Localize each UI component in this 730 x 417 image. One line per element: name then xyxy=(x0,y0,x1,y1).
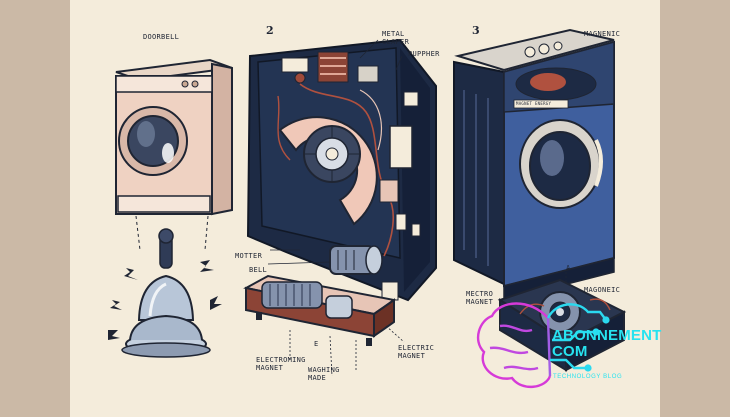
watermark-tagline: TECHNOLOGY BLOG xyxy=(553,374,623,380)
coil-tray xyxy=(243,274,397,346)
panel-number-2: 2 xyxy=(266,24,274,37)
marker-e: E xyxy=(314,340,319,348)
dark-cabinet xyxy=(246,38,437,302)
label-metal-clapper: METAL CLAPER xyxy=(382,30,410,46)
watermark-title: ABONNEMENT xyxy=(552,327,662,344)
washer-panel-text: MAGNET ENERGY xyxy=(516,101,552,106)
label-magnetic-bottom: MAGONEIC xyxy=(584,286,621,294)
bell xyxy=(121,228,211,358)
label-puppher: PUPPHER xyxy=(408,50,440,58)
label-electroming-magnet: ELECTROMING MAGNET xyxy=(256,356,306,372)
small-washer xyxy=(115,58,233,216)
label-motter: MOTTER xyxy=(235,252,263,260)
label-washing-made: WAGHING MADE xyxy=(308,366,340,382)
label-magnetic-top: MAGNENIC xyxy=(584,30,621,38)
brain-logo-icon xyxy=(476,302,610,388)
label-doorbell: DOORBELL xyxy=(143,33,180,41)
sound-spark-icons xyxy=(108,260,222,340)
label-electric-magnet: ELECTRIC MAGNET xyxy=(398,344,435,360)
label-metro-magnet: MECTRO MAGNET xyxy=(466,290,494,306)
label-bell: BELL xyxy=(249,266,268,274)
blue-washing-machine xyxy=(453,28,615,301)
panel-number-3: 3 xyxy=(472,24,480,37)
marker-a: A xyxy=(566,264,571,272)
watermark-com: COM xyxy=(552,343,588,360)
